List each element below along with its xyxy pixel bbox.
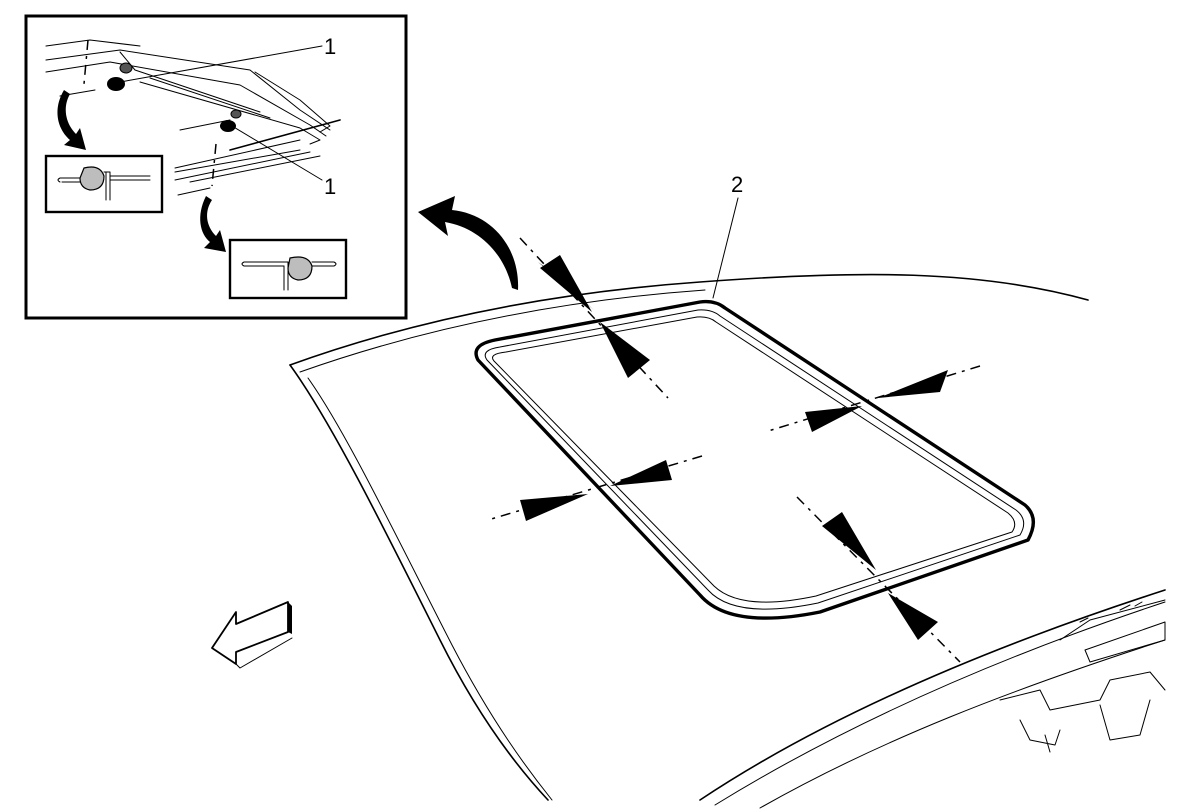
center-mark-left-inner xyxy=(610,460,672,486)
roof-panel xyxy=(289,273,1166,809)
center-mark-top-inner xyxy=(600,322,650,378)
section-detail-1 xyxy=(44,154,164,214)
center-line-left xyxy=(487,455,703,521)
center-mark-top-outer-b xyxy=(540,255,592,312)
center-mark-left-outer xyxy=(520,494,588,521)
center-line-right xyxy=(764,365,981,433)
section-detail-2 xyxy=(228,238,348,300)
center-mark-right-inner xyxy=(805,406,862,432)
detail-inset: 1 1 xyxy=(24,14,408,320)
section-arrow-2 xyxy=(200,196,226,252)
center-mark-bottom-inner xyxy=(822,512,876,570)
center-mark-right-outer xyxy=(878,370,948,398)
sunroof-weatherstrip xyxy=(474,299,1035,620)
front-direction-arrow-icon xyxy=(211,601,293,669)
curved-arrow-icon xyxy=(418,196,519,290)
callout-1-top: 1 xyxy=(324,34,336,59)
center-marks xyxy=(487,237,981,663)
leader-weatherstrip xyxy=(712,197,739,299)
section-arrow-1 xyxy=(57,90,86,150)
center-line-top xyxy=(519,237,669,399)
center-line-bottom xyxy=(796,496,961,663)
callout-1-bottom: 1 xyxy=(324,174,336,199)
center-mark-bottom-outer xyxy=(888,593,938,640)
callout-2: 2 xyxy=(731,172,743,197)
fastener-top xyxy=(107,62,133,91)
fastener-bottom xyxy=(220,109,242,132)
